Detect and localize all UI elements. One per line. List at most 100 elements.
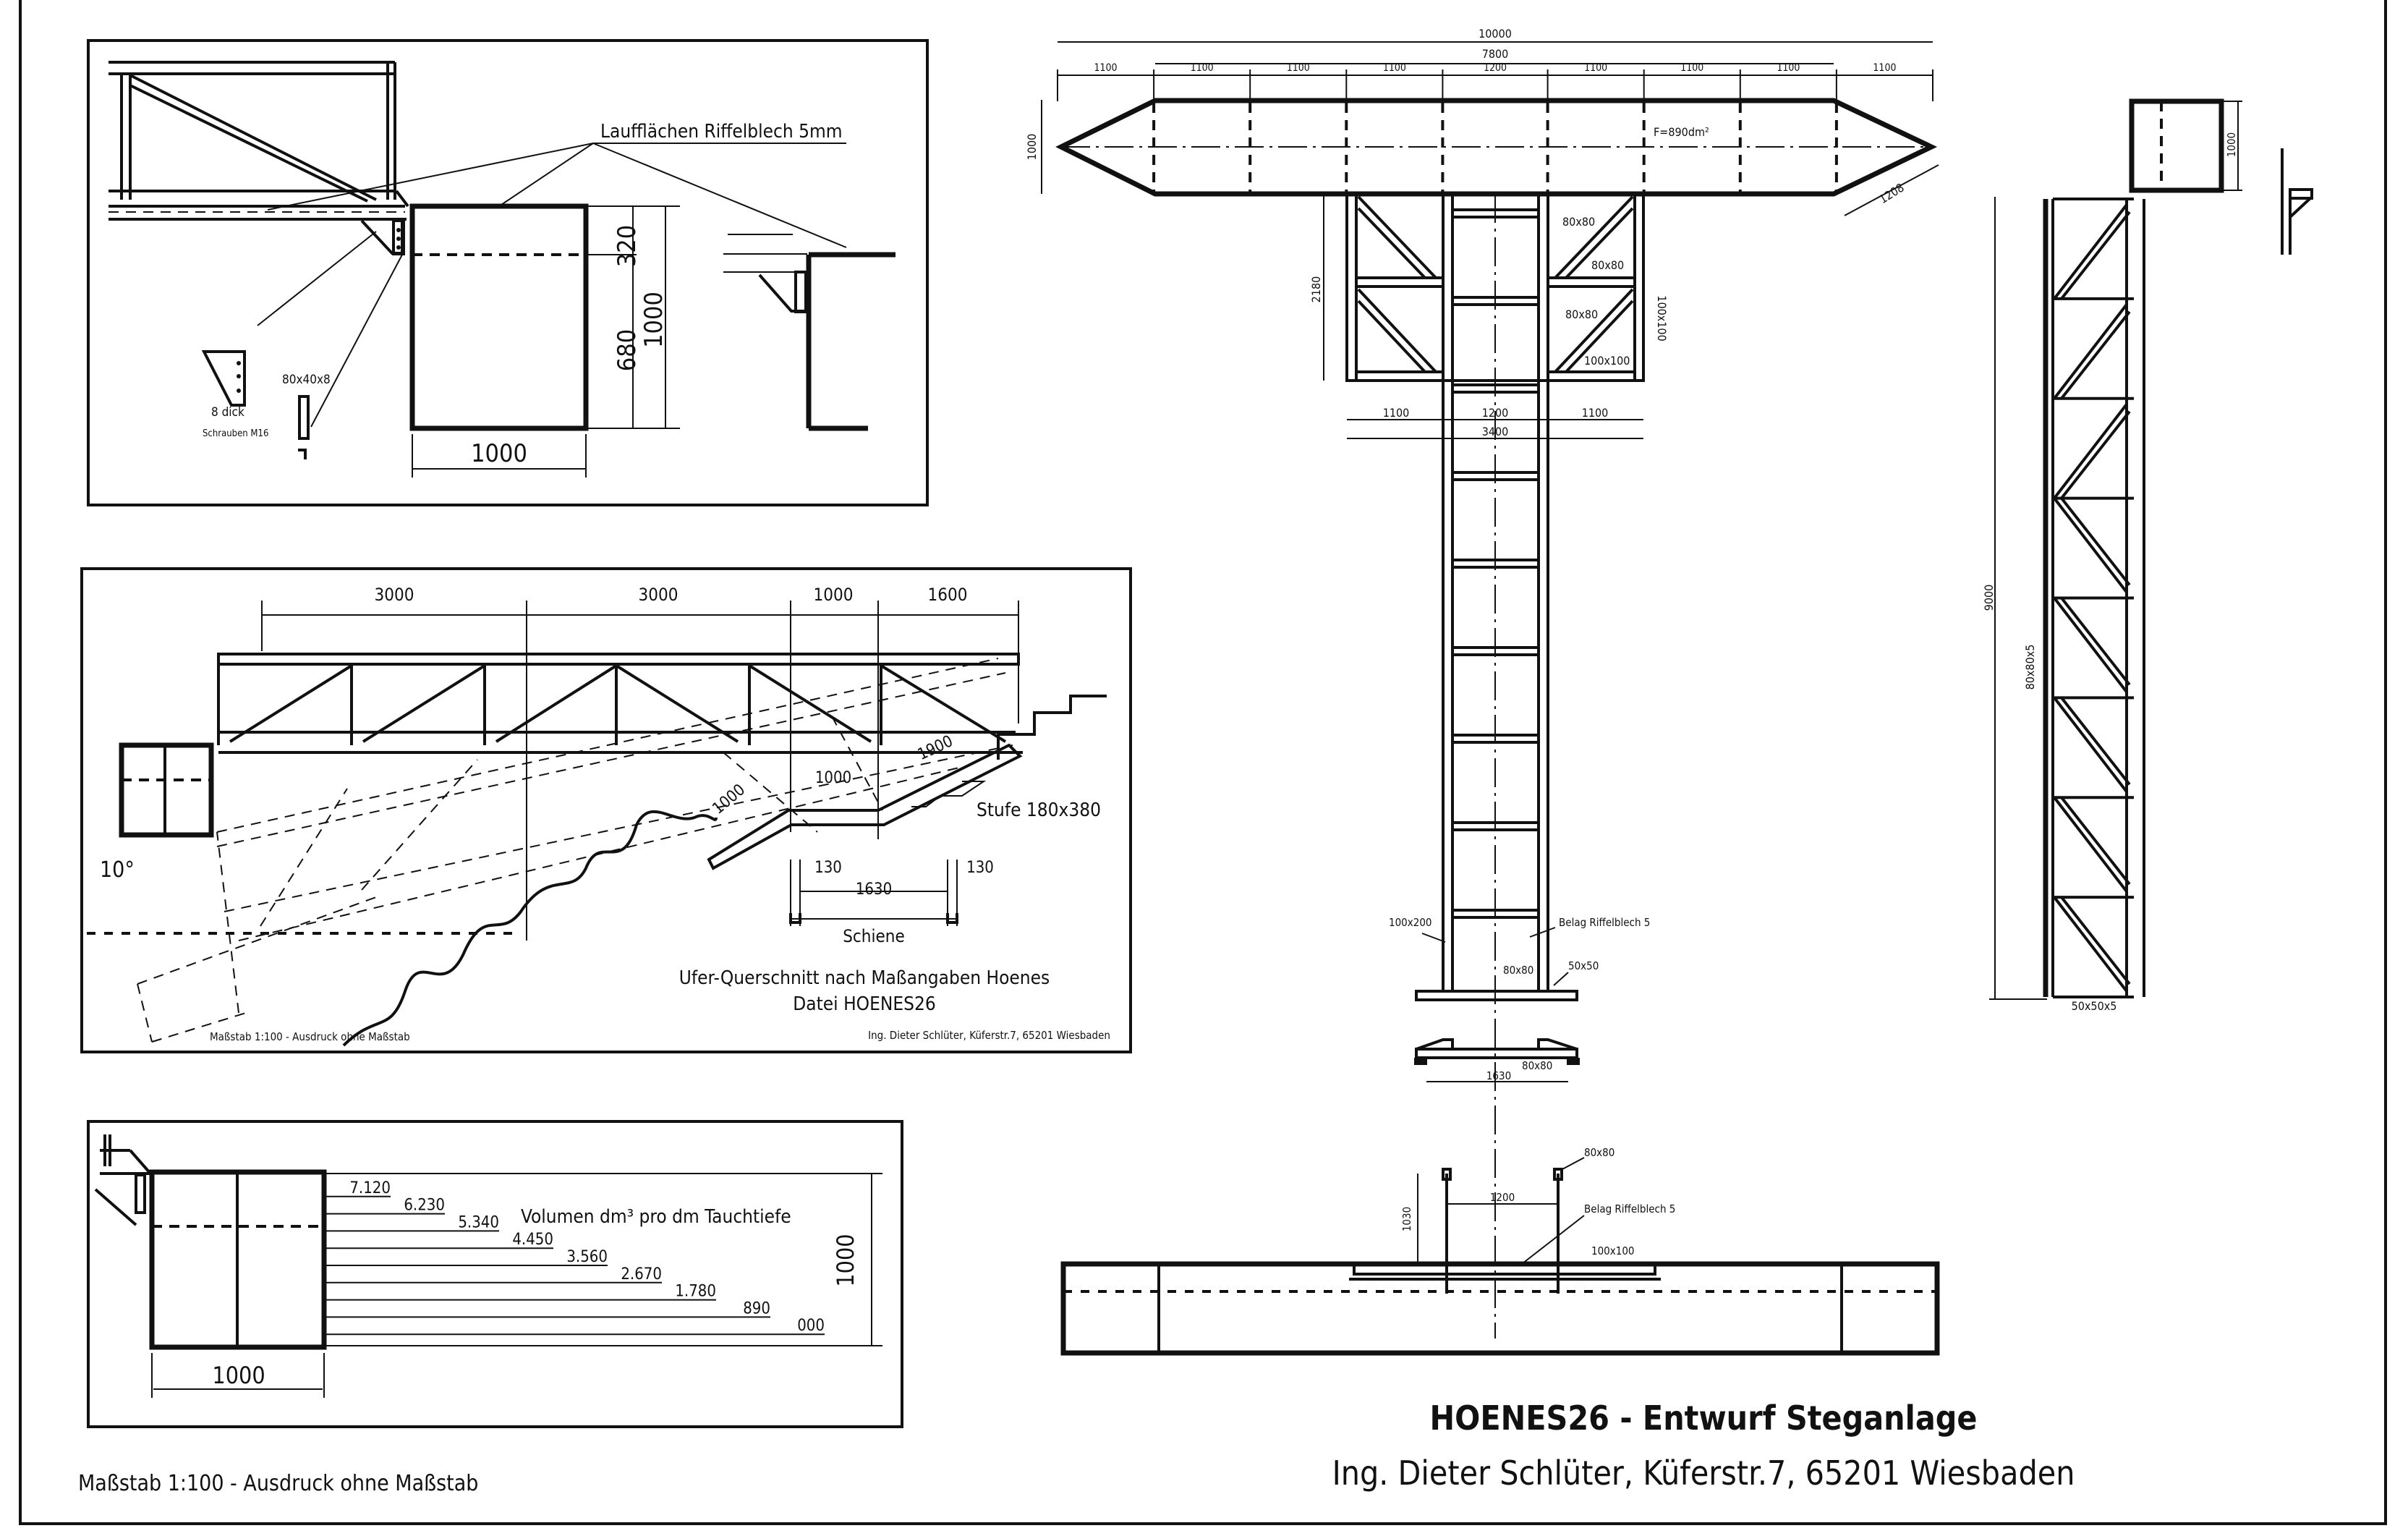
carriage-label: 80x80 (1522, 1059, 1552, 1072)
bridge-truss (217, 653, 1023, 754)
front-beam-label: 100x100 (1591, 1244, 1635, 1257)
plan-dim-total: 10000 (1479, 27, 1512, 41)
segment-ticks (1057, 69, 1933, 101)
volume-panel: 1000 7.120 6.230 5.340 4.450 3.560 2.670 1.780… (87, 1120, 903, 1428)
side-brace (2060, 211, 2131, 300)
side-brace (2060, 797, 2131, 886)
side-brace (2060, 597, 2131, 686)
side-brace (2060, 310, 2131, 399)
walkway-plan (1415, 194, 1578, 1338)
segment-label: 1100 (1777, 62, 1800, 74)
plan-dim-depth: 1000 (1025, 134, 1039, 161)
front-height-dim: 1030 (1400, 1207, 1413, 1231)
rail-dim-mid: 1630 (856, 881, 892, 899)
leader-lines (257, 143, 847, 428)
volume-level-label: 6.230 (404, 1197, 445, 1215)
edge-detail (723, 234, 895, 431)
bolts-label: Schrauben M16 (203, 428, 268, 439)
drawing-title: HOENES26 - Entwurf Steganlage (1430, 1399, 1978, 1438)
walkway-deck-label: Belag Riffelblech 5 (1559, 916, 1650, 929)
carriage-dim: 1630 (1486, 1069, 1511, 1082)
volume-dim-height: 1000 (832, 1234, 859, 1286)
frame-dim-3: 1100 (1582, 406, 1609, 420)
dim-width: 1000 (471, 439, 527, 468)
side-brace (2060, 410, 2131, 499)
section-caption-1: Ufer-Querschnitt nach Maßangaben Hoenes (679, 967, 1050, 989)
segment-label: 1100 (1680, 62, 1703, 74)
rail-dim-left: 130 (814, 859, 842, 877)
frame-height-dim: 2180 (1309, 276, 1323, 303)
volume-level-label: 4.450 (512, 1231, 553, 1249)
segment-label: 1100 (1191, 62, 1214, 74)
dim-diag2: 1000 (709, 781, 749, 818)
flat-label: 80x40x8 (282, 373, 331, 387)
side-brace (2060, 896, 2131, 985)
section-caption-2: Datei HOENES26 (793, 993, 936, 1015)
front-post-label: 80x80 (1584, 1146, 1614, 1159)
dim-top-2: 3000 (639, 585, 678, 605)
dim-top-3: 1000 (814, 585, 854, 605)
volume-level-label: 1.780 (675, 1283, 716, 1301)
volume-level-label: 000 (797, 1317, 825, 1335)
volume-level-label: 7.120 (349, 1179, 391, 1197)
detail-panel: 320 680 1000 1000 Laufflächen Riffelblec… (87, 39, 929, 506)
frame-label-4: 100x100 (1584, 354, 1630, 368)
volume-level-label: 890 (743, 1299, 770, 1318)
segment-label: 1200 (1484, 62, 1507, 74)
segment-label: 1100 (1873, 62, 1896, 74)
dim-mid: 1000 (815, 769, 851, 787)
frame-label-2: 80x80 (1591, 258, 1624, 272)
surface-label: Laufflächen Riffelblech 5mm (600, 121, 843, 143)
dim-top-1: 3000 (375, 585, 414, 605)
side-brace-label: 50x50x5 (2072, 999, 2117, 1013)
walkway-angle-label: 50x50 (1568, 959, 1599, 972)
approach-frame (1345, 192, 1645, 382)
frame-dim-1: 1100 (1383, 406, 1410, 420)
side-length-dim: 9000 (1982, 585, 1996, 611)
bracket-plate-detail (201, 350, 310, 459)
sheet-frame (19, 0, 2387, 1525)
volume-level-label: 2.670 (621, 1265, 662, 1283)
dim-upper: 320 (613, 225, 642, 267)
carriage (1414, 1038, 1580, 1082)
shore-profile (342, 695, 1107, 1047)
segment-label: 1100 (1094, 62, 1118, 74)
volume-dim-width: 1000 (212, 1362, 265, 1389)
pontoon-end (119, 742, 214, 838)
side-brace (2053, 697, 2128, 793)
step-label: Stufe 180x380 (977, 799, 1101, 821)
side-brace (2053, 403, 2128, 499)
walkway-beam-label: 100x200 (1389, 916, 1432, 929)
bulkheads (1152, 103, 1838, 192)
frame-label-3: 80x80 (1565, 307, 1598, 321)
drawing-author: Ing. Dieter Schlüter, Küferstr.7, 65201 … (1332, 1454, 2075, 1493)
front-view (1060, 1168, 1940, 1356)
volume-pontoon (94, 1134, 327, 1398)
volume-levels: 7.120 6.230 5.340 4.450 3.560 2.670 1.780 890 00… (324, 1179, 825, 1336)
side-brace (2053, 797, 2128, 893)
rail-label: Schiene (843, 926, 905, 946)
side-view (1989, 98, 2313, 1000)
section-panel: 3000 3000 1000 1600 (80, 567, 1132, 1053)
side-chord-label: 80x80x5 (2023, 645, 2037, 690)
segment-label: 1100 (1584, 62, 1607, 74)
walkway-cross-label: 80x80 (1503, 964, 1533, 977)
side-brace (2053, 896, 2128, 993)
dim-top-4: 1600 (928, 585, 968, 605)
volume-level-label: 5.340 (458, 1213, 499, 1231)
scale-note: Maßstab 1:100 - Ausdruck ohne Maßstab (78, 1471, 478, 1496)
railing-frame (109, 61, 409, 221)
area-label: F=890dm² (1654, 125, 1709, 139)
rail-detail (789, 860, 958, 926)
side-brace (2053, 203, 2128, 300)
side-brace (2053, 497, 2128, 593)
volume-level-label: 3.560 (566, 1248, 608, 1266)
side-brace (2060, 697, 2131, 786)
rail-dim-right: 130 (966, 859, 994, 877)
section-scale-note: Maßstab 1:100 - Ausdruck ohne Maßstab (210, 1030, 410, 1043)
segment-label: 1100 (1287, 62, 1310, 74)
side-brace (2053, 597, 2128, 693)
